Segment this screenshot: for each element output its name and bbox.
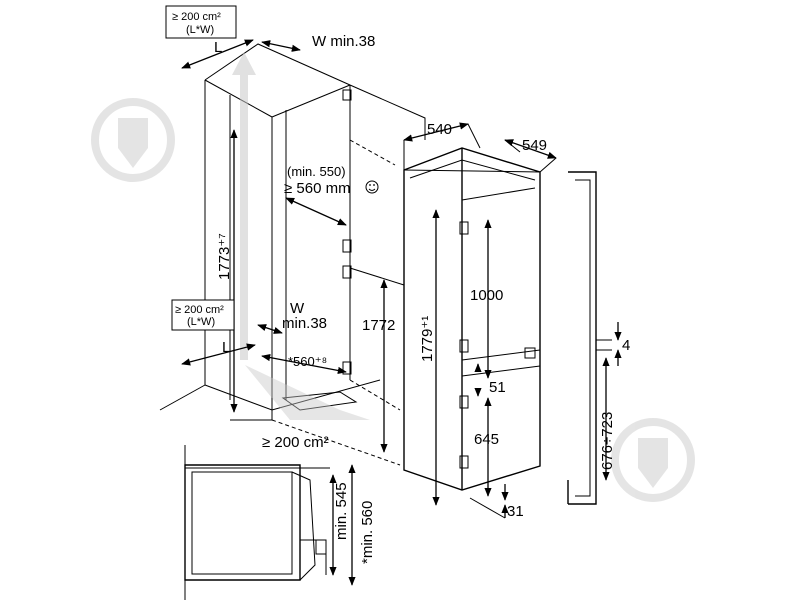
mid-w-min-label: min.38	[282, 315, 327, 332]
gap-4-label: 4	[622, 337, 630, 354]
mid-w-label: W	[290, 300, 305, 317]
dimension-lines	[181, 39, 622, 586]
min-550-label: (min. 550)	[287, 164, 346, 179]
door-profile	[567, 171, 612, 505]
smiley-icon	[365, 180, 379, 194]
min-545-label: min. 545	[333, 482, 350, 540]
height-1779-label: 1779⁺¹	[419, 316, 436, 362]
height-1772-label: 1772	[362, 317, 395, 334]
height-1000-label: 1000	[470, 287, 503, 304]
mid-area-formula: (L*W)	[187, 316, 215, 328]
height-1773-label: 1773⁺⁷	[216, 233, 233, 280]
fridge-unit	[403, 147, 541, 491]
bottom-area-label: ≥ 200 cm²	[262, 434, 329, 451]
height-676-label: 676÷723	[599, 412, 616, 470]
top-w-label: W min.38	[312, 33, 375, 50]
gap-51-label: 51	[489, 379, 506, 396]
height-645-label: 645	[474, 431, 499, 448]
depth-549-label: 549	[522, 137, 547, 154]
top-l-label: L	[214, 39, 222, 56]
watermark-right-icon	[611, 418, 695, 502]
bottom-detail	[184, 445, 330, 600]
width-560-label: *560⁺⁸	[288, 354, 327, 369]
mid-area-label: ≥ 200 cm²	[175, 304, 224, 316]
niche-cabinet	[159, 43, 426, 466]
label-group: ≥ 200 cm² (L*W) L W min.38 ≥ 200 cm² (L*…	[165, 5, 630, 564]
depth-540-label: 540	[427, 121, 452, 138]
min-560b-label: *min. 560	[359, 501, 376, 564]
watermark-left-icon	[91, 98, 175, 182]
top-area-formula: (L*W)	[186, 24, 214, 36]
gap-31-label: 31	[507, 503, 524, 520]
mid-l-label: L	[222, 339, 230, 356]
min-560-label: ≥ 560 mm	[284, 180, 351, 197]
top-area-label: ≥ 200 cm²	[172, 11, 221, 23]
